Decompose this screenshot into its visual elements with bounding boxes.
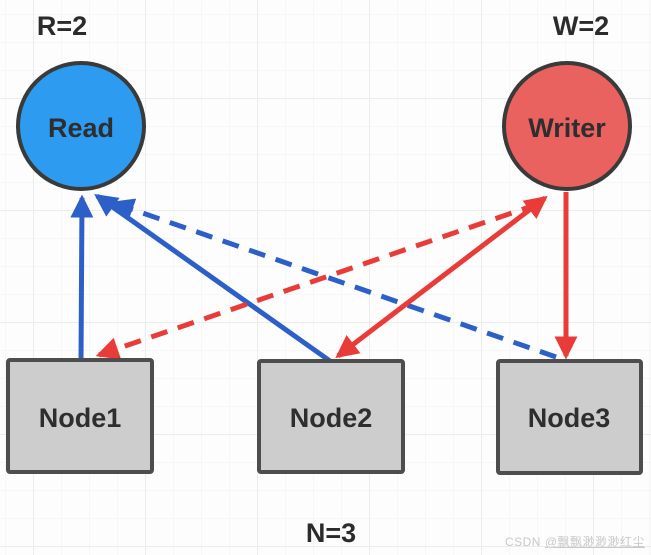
node2-label: Node2 [290, 403, 373, 433]
watermark: CSDN @飘飘渺渺渺红尘 [505, 533, 645, 550]
node1-label: Node1 [39, 403, 122, 433]
writer-circle [502, 61, 632, 191]
read-circle-label: Read [48, 113, 114, 143]
edge-node1-to-read [70, 194, 94, 362]
node2-box [257, 359, 405, 474]
edge-writer-to-node2 [335, 195, 548, 359]
write-quorum-label: W=2 [553, 11, 609, 41]
edge-node2-to-read [94, 193, 332, 364]
writer-circle-label: Writer [528, 113, 606, 143]
read-circle [16, 61, 146, 191]
node3-box [496, 359, 643, 475]
read-quorum-label: R=2 [37, 11, 87, 41]
node3-label: Node3 [528, 403, 611, 433]
node1-box [6, 358, 154, 474]
watermark-site: CSDN [504, 535, 541, 549]
edge-node3-to-read [110, 198, 557, 360]
edge-writer-to-node1 [95, 201, 539, 360]
watermark-username: @飘飘渺渺渺红尘 [544, 535, 645, 549]
total-nodes-label: N=3 [306, 518, 356, 548]
